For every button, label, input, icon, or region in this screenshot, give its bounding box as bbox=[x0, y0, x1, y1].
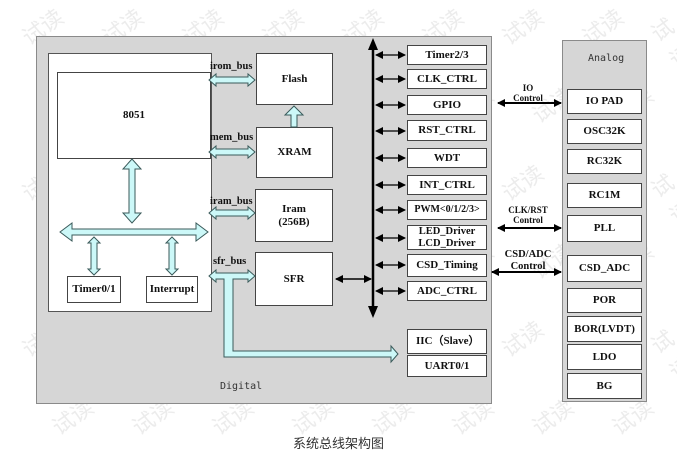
internal-bus-arrow bbox=[59, 222, 209, 242]
core-to-internal-bus-arrow bbox=[121, 158, 143, 224]
analog-osc32k[interactable]: OSC32K bbox=[567, 119, 642, 144]
analog-label: CSD_ADC bbox=[578, 262, 631, 275]
peripheral-label: CLK_CTRL bbox=[417, 72, 477, 85]
peripheral-bus-top-arrow bbox=[368, 38, 378, 50]
interrupt-bus-arrow bbox=[164, 236, 180, 276]
clkrst-control-line1: CLK/RST bbox=[508, 205, 548, 215]
iram-bus-label: iram_bus bbox=[210, 196, 253, 207]
irom-bus-arrow bbox=[208, 72, 256, 88]
analog-io-pad[interactable]: IO PAD bbox=[567, 89, 642, 114]
uart-label: UART0/1 bbox=[424, 359, 470, 372]
analog-bor-lvdt[interactable]: BOR(LVDT) bbox=[567, 316, 642, 342]
analog-label: RC32K bbox=[586, 155, 623, 168]
uart-block[interactable]: UART0/1 bbox=[407, 355, 487, 377]
peripheral-timer23[interactable]: Timer2/3 bbox=[407, 45, 487, 65]
timer01-label: Timer0/1 bbox=[72, 283, 116, 296]
sfr-bus-arrow bbox=[208, 268, 399, 364]
core-8051-label: 8051 bbox=[123, 109, 145, 122]
peripheral-label: CSD_Timing bbox=[416, 259, 478, 272]
peripheral-led-lcd-driver[interactable]: LED_Driver LCD_Driver bbox=[407, 225, 487, 250]
io-control-line2: Control bbox=[513, 92, 543, 103]
xram-block[interactable]: XRAM bbox=[256, 127, 333, 178]
digital-panel-label: Digital bbox=[220, 381, 263, 392]
iram-size-label: (256B) bbox=[278, 215, 310, 228]
timer01-block[interactable]: Timer0/1 bbox=[67, 276, 121, 303]
peripheral-label: GPIO bbox=[432, 98, 462, 111]
xram-label: XRAM bbox=[277, 146, 312, 159]
flash-block[interactable]: Flash bbox=[256, 53, 333, 105]
analog-panel-label: Analog bbox=[588, 53, 625, 64]
peripheral-label: Timer2/3 bbox=[425, 48, 469, 61]
sfr-bus-label: sfr_bus bbox=[213, 256, 247, 267]
analog-ldo[interactable]: LDO bbox=[567, 344, 642, 370]
analog-label: BOR(LVDT) bbox=[574, 322, 635, 335]
analog-label: LDO bbox=[592, 350, 617, 363]
iic-label: IIC（Slave） bbox=[416, 335, 480, 348]
peripheral-label: INT_CTRL bbox=[419, 178, 475, 191]
csdadc-control-line1: CSD/ADC bbox=[504, 249, 552, 260]
peripheral-gpio[interactable]: GPIO bbox=[407, 95, 487, 115]
clkrst-control-line2: Control bbox=[513, 214, 543, 225]
interrupt-block[interactable]: Interrupt bbox=[146, 276, 198, 303]
analog-label: OSC32K bbox=[583, 125, 626, 138]
mem-bus-label: mem_bus bbox=[210, 132, 254, 143]
peripheral-wdt[interactable]: WDT bbox=[407, 148, 487, 168]
peripheral-int-ctrl[interactable]: INT_CTRL bbox=[407, 175, 487, 195]
analog-csd-adc[interactable]: CSD_ADC bbox=[567, 255, 642, 282]
peripheral-csd-timing[interactable]: CSD_Timing bbox=[407, 254, 487, 277]
analog-label: POR bbox=[592, 294, 617, 307]
analog-label: PLL bbox=[593, 222, 616, 235]
peripheral-pwm[interactable]: PWM<0/1/2/3> bbox=[407, 200, 487, 220]
peripheral-adc-ctrl[interactable]: ADC_CTRL bbox=[407, 281, 487, 301]
peripheral-bus-bottom-arrow bbox=[368, 306, 378, 318]
iic-slave-block[interactable]: IIC（Slave） bbox=[407, 329, 487, 354]
xram-to-flash-arrow bbox=[283, 105, 305, 128]
iram-bus-arrow bbox=[208, 205, 256, 221]
io-control-line1: IO bbox=[522, 83, 534, 93]
clkrst-control-label: CLK/RST Control bbox=[500, 205, 556, 226]
iram-block[interactable]: Iram (256B) bbox=[255, 189, 333, 242]
analog-rc1m[interactable]: RC1M bbox=[567, 183, 642, 208]
peripheral-clk-ctrl[interactable]: CLK_CTRL bbox=[407, 69, 487, 89]
csdadc-control-line2: Control bbox=[510, 260, 546, 272]
led-driver-label: LED_Driver bbox=[418, 226, 476, 238]
lcd-driver-label: LCD_Driver bbox=[418, 237, 476, 249]
analog-label: BG bbox=[596, 379, 613, 392]
io-control-label: IO Control bbox=[508, 83, 548, 104]
irom-bus-label: irom_bus bbox=[210, 61, 253, 72]
analog-label: IO PAD bbox=[585, 95, 624, 108]
analog-pll[interactable]: PLL bbox=[567, 215, 642, 242]
csdadc-control-label: CSD/ADC Control bbox=[496, 249, 560, 272]
analog-label: RC1M bbox=[588, 189, 621, 202]
timer-bus-arrow bbox=[86, 236, 102, 276]
core-8051-block[interactable]: 8051 bbox=[57, 72, 211, 159]
peripheral-label: WDT bbox=[433, 151, 461, 164]
iram-label: Iram bbox=[282, 202, 306, 215]
peripheral-label: RST_CTRL bbox=[418, 124, 476, 137]
analog-rc32k[interactable]: RC32K bbox=[567, 149, 642, 174]
peripheral-rst-ctrl[interactable]: RST_CTRL bbox=[407, 120, 487, 141]
analog-bg[interactable]: BG bbox=[567, 373, 642, 399]
peripheral-label: ADC_CTRL bbox=[417, 284, 477, 297]
mem-bus-arrow bbox=[208, 144, 256, 160]
peripheral-label: PWM<0/1/2/3> bbox=[414, 204, 480, 216]
diagram-caption: 系统总线架构图 bbox=[292, 437, 384, 452]
flash-label: Flash bbox=[281, 72, 308, 85]
sfr-block[interactable]: SFR bbox=[255, 252, 333, 306]
sfr-label: SFR bbox=[283, 272, 305, 285]
interrupt-label: Interrupt bbox=[149, 283, 195, 296]
analog-por[interactable]: POR bbox=[567, 288, 642, 313]
